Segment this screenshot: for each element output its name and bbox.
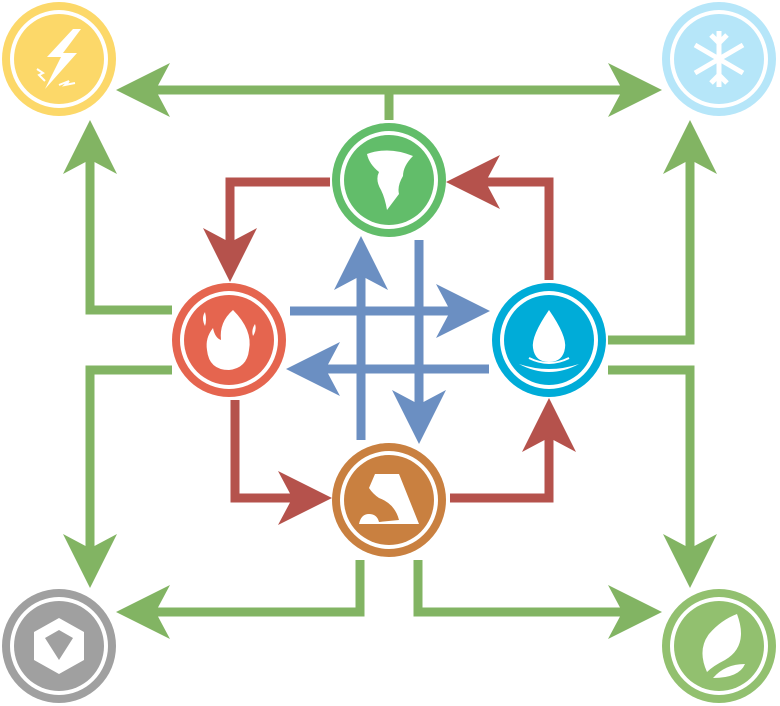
link-earth-grass xyxy=(413,560,662,639)
cycle-links xyxy=(203,155,576,525)
node-fire xyxy=(172,283,286,397)
link-fire-metal xyxy=(63,365,172,588)
node-disc xyxy=(14,14,104,104)
cross-links xyxy=(286,236,490,444)
water-drop-icon xyxy=(519,310,579,372)
node-water xyxy=(492,283,606,397)
node-electric xyxy=(2,2,116,116)
lightning-icon xyxy=(36,29,81,89)
node-metal xyxy=(2,589,116,703)
outer-links xyxy=(63,63,717,639)
flame-icon xyxy=(203,310,256,370)
node-ice xyxy=(662,2,776,116)
mountain-icon xyxy=(359,474,419,524)
link-water-ice xyxy=(608,120,717,345)
leaf-icon xyxy=(702,614,745,678)
link-earth-metal xyxy=(116,560,365,639)
link-wind-fire xyxy=(203,177,330,282)
link-earth-water xyxy=(450,398,576,503)
snowflake-icon xyxy=(693,31,745,87)
node-earth xyxy=(332,443,446,557)
tornado-icon xyxy=(367,150,413,210)
node-wind xyxy=(332,123,446,237)
node-grass xyxy=(662,589,776,703)
node-disc xyxy=(14,601,104,691)
link-water-grass xyxy=(608,365,717,588)
link-fire-electric xyxy=(63,120,172,315)
metal-hexagon-icon xyxy=(34,618,84,674)
link-fire-earth xyxy=(230,400,332,525)
link-water-wind xyxy=(446,155,554,280)
link-wind-electric xyxy=(116,63,394,120)
